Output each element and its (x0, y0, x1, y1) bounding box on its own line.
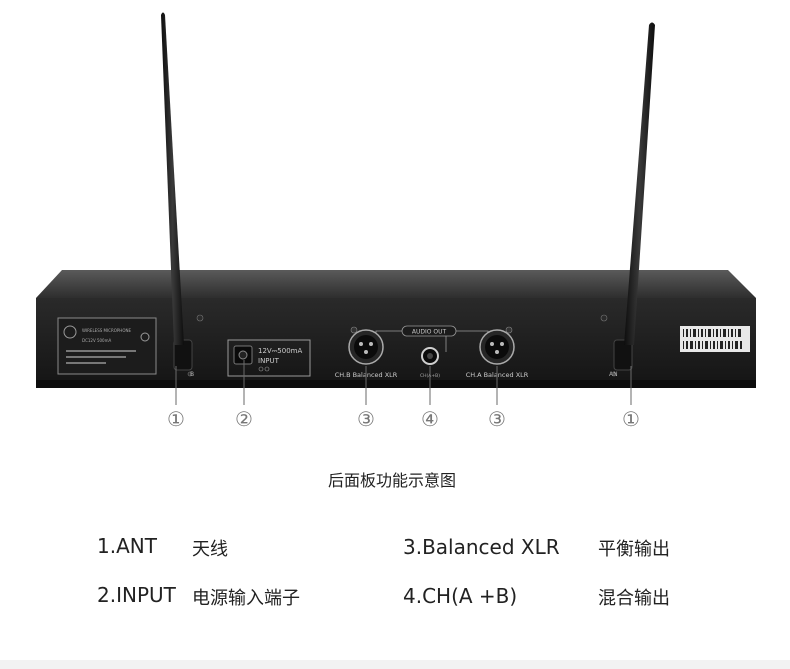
audio-out-label: AUDIO OUT (412, 329, 447, 336)
legend-mix-cn: 混合输出 (598, 588, 670, 609)
callout-3-right: ③ (488, 407, 506, 431)
sticker-model: DC12V 500mA (82, 338, 112, 343)
legend-input-en: 2.INPUT (97, 583, 176, 607)
callout-2: ② (235, 407, 253, 431)
power-input: 12V⎓500mA INPUT (227, 339, 311, 377)
callout-4: ④ (421, 407, 439, 431)
legend-input-cn: 电源输入端子 (192, 588, 300, 609)
callout-numbers: ① ② ③ ④ ③ ① (167, 407, 640, 431)
audio-out-group: AUDIO OUT (375, 325, 489, 352)
legend-mix-en: 4.CH(A +B) (403, 584, 518, 608)
callout-leaders (175, 360, 632, 405)
sticker-brand: WIRELESS MICROPHONE (82, 328, 131, 333)
panel-screws (187, 314, 617, 377)
product-sticker: WIRELESS MICROPHONE DC12V 500mA (57, 317, 157, 375)
power-rating: 12V⎓500mA (258, 347, 302, 355)
legend-xlr-en: 3.Balanced XLR (403, 535, 560, 559)
legend-xlr-cn: 平衡输出 (598, 539, 670, 560)
barcode-sticker (680, 326, 750, 352)
ant-a-label: AN (609, 371, 618, 378)
bottom-strip (0, 660, 790, 669)
callout-1-left: ① (167, 407, 185, 431)
antenna-left: B (161, 12, 194, 378)
callout-3-left: ③ (357, 407, 375, 431)
ant-b-label: B (190, 371, 194, 378)
diagram-caption: 后面板功能示意图 (328, 471, 456, 490)
legend-ant-en: 1.ANT (97, 534, 157, 558)
legend-ant-cn: 天线 (192, 539, 228, 560)
callout-1-right: ① (622, 407, 640, 431)
power-label: INPUT (258, 357, 280, 365)
antenna-right: AN (609, 22, 655, 378)
